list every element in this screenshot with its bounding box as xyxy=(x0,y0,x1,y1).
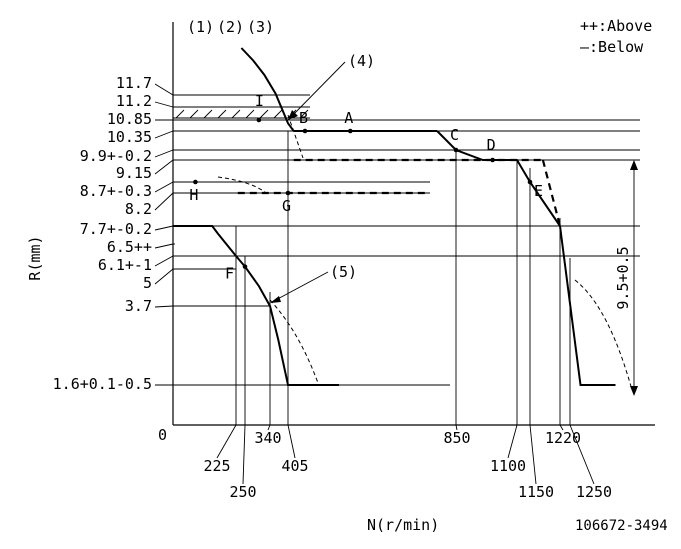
y-tick-label: 11.7 xyxy=(116,74,152,92)
y-axis-title: R(mm) xyxy=(26,235,44,280)
y-tick-label: 3.7 xyxy=(125,297,152,315)
legend-below: —:Below xyxy=(580,38,644,56)
point-b xyxy=(302,128,308,134)
above-tolerance-2 xyxy=(217,176,266,193)
legend-above: ++:Above xyxy=(580,17,652,35)
y-tick-leader xyxy=(154,130,174,139)
x-tick-leader xyxy=(216,424,237,459)
point-e xyxy=(527,179,533,185)
y-tick-leader xyxy=(154,225,174,231)
x-tick-label: 1220 xyxy=(545,429,581,447)
y-tick-leader xyxy=(154,159,174,175)
y-tick-label: 6.1+-1 xyxy=(98,256,152,274)
x-tick-label: 1100 xyxy=(490,457,526,475)
y-tick-label: 10.85 xyxy=(107,110,152,128)
leader-4 xyxy=(287,61,346,121)
x-tick-label: 340 xyxy=(254,429,281,447)
y-tick-label: 7.7+-0.2 xyxy=(80,220,152,238)
y-tick-label: 6.5++ xyxy=(107,238,152,256)
x-tick-label: 225 xyxy=(203,457,230,475)
series-line-3 xyxy=(173,225,339,386)
x-tick-leader xyxy=(455,424,458,431)
x-axis-title: N(r/min) xyxy=(367,516,439,534)
x-tick-leader xyxy=(287,424,296,459)
y-tick-label: 8.7+-0.3 xyxy=(80,182,152,200)
point-c xyxy=(453,147,459,153)
y-tick-label: 8.2 xyxy=(125,200,152,218)
point-label-a: A xyxy=(344,109,353,127)
x-tick-label: 250 xyxy=(229,483,256,501)
y-tick-label: 1.6+0.1-0.5 xyxy=(53,375,152,393)
callout-5: (5) xyxy=(330,263,357,281)
x-tick-leader xyxy=(267,424,271,431)
y-tick-label: 9.9+-0.2 xyxy=(80,147,152,165)
x-tick-leader xyxy=(529,424,537,485)
x-tick-label: 1150 xyxy=(518,483,554,501)
x-tick-label: 405 xyxy=(281,457,308,475)
y-tick-leader xyxy=(154,268,174,285)
y-tick-leader xyxy=(154,101,174,108)
y-tick-leader xyxy=(154,305,174,308)
y-tick-leader xyxy=(154,83,174,96)
leader-5-arrow xyxy=(270,296,281,303)
point-label-e: E xyxy=(534,182,543,200)
callout-2: (2) xyxy=(217,18,244,36)
y-tick-label: 9.15 xyxy=(116,164,152,182)
y-tick-leader xyxy=(154,192,174,211)
callout-1: (1) xyxy=(187,18,214,36)
leader-4-arrow xyxy=(288,110,298,120)
point-i xyxy=(256,117,262,123)
series-line-4 xyxy=(240,47,295,132)
figure-id: 106672-3494 xyxy=(575,518,668,534)
series-line-6 xyxy=(541,159,562,227)
above-tolerance-4 xyxy=(574,279,633,391)
y-tick-leader xyxy=(154,255,174,267)
x-tick-leader xyxy=(242,424,246,485)
point-g xyxy=(285,190,291,196)
x-tick-leader xyxy=(559,424,564,431)
y-tick-leader xyxy=(154,243,174,249)
x-tick-label: 850 xyxy=(443,429,470,447)
dimension-arrow xyxy=(630,160,638,396)
point-h xyxy=(193,179,198,185)
y-tick-label: 5 xyxy=(143,274,152,292)
point-label-i: I xyxy=(255,92,264,110)
dimension-label: 9.5+0.5 xyxy=(614,246,632,309)
point-d xyxy=(490,157,495,163)
x-tick-leader xyxy=(569,424,595,485)
point-f xyxy=(242,264,248,269)
point-label-f: F xyxy=(225,265,234,283)
point-label-h: H xyxy=(189,186,198,204)
y-tick-leader xyxy=(154,181,174,193)
y-tick-label: 11.2 xyxy=(116,92,152,110)
above-tolerance-1 xyxy=(287,114,304,159)
point-label-c: C xyxy=(450,126,459,144)
origin-label: 0 xyxy=(158,426,167,444)
point-label-g: G xyxy=(282,197,291,215)
leader-5 xyxy=(271,271,329,303)
point-label-d: D xyxy=(487,136,496,154)
y-tick-leader xyxy=(154,149,174,158)
x-tick-leader xyxy=(507,424,518,459)
series-line-1 xyxy=(436,130,616,386)
point-a xyxy=(347,128,353,134)
point-label-b: B xyxy=(299,109,308,127)
y-tick-label: 10.35 xyxy=(107,128,152,146)
x-tick-label: 1250 xyxy=(576,483,612,501)
above-tolerance-3 xyxy=(269,299,319,384)
callout-3: (3) xyxy=(247,18,274,36)
callout-4: (4) xyxy=(348,52,375,70)
